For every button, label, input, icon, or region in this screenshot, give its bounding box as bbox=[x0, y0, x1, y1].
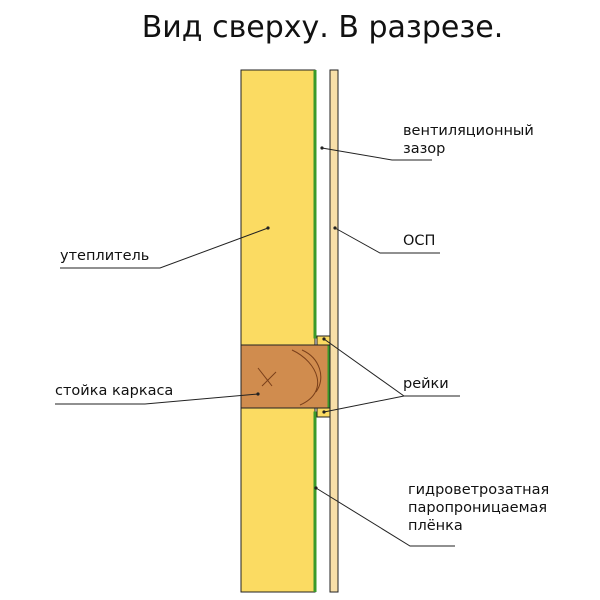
insulation-layer bbox=[240, 69, 316, 593]
label-osp: ОСП bbox=[403, 233, 436, 249]
frame-stud bbox=[240, 344, 330, 409]
wood-grain bbox=[257, 349, 322, 406]
leader-dots bbox=[256, 146, 337, 490]
label-insulation: утеплитель bbox=[60, 248, 150, 264]
label-membrane: гидроветрозатная паропроницаемая плёнка bbox=[408, 482, 550, 534]
label-vent-gap: вентиляционный зазор bbox=[403, 123, 534, 157]
label-stud: стойка каркаса bbox=[55, 383, 174, 399]
diagram-title: Вид сверху. В разрезе. bbox=[141, 10, 504, 45]
label-battens: рейки bbox=[403, 376, 449, 392]
osb-board bbox=[329, 69, 339, 593]
membrane-film bbox=[313, 70, 331, 592]
leader-lines bbox=[55, 147, 460, 547]
